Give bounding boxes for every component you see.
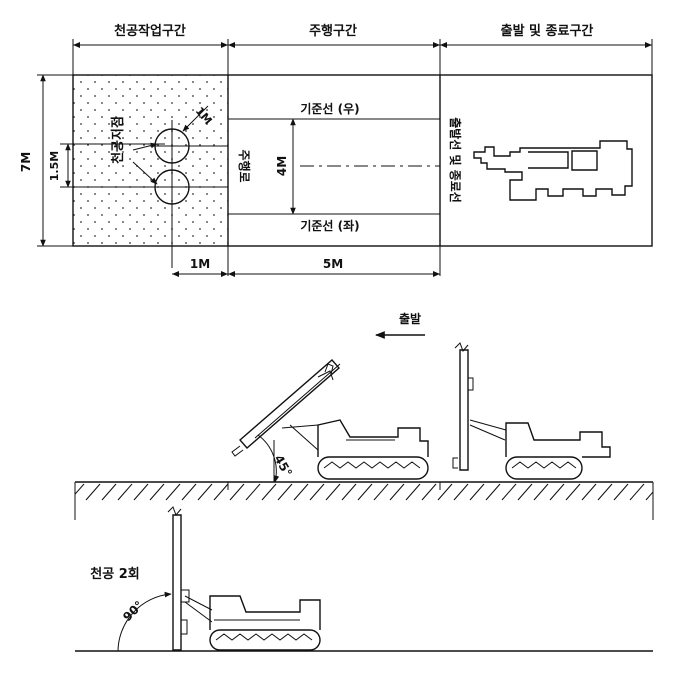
bottom-dimension-line: 1M 5M	[172, 246, 441, 277]
lane-4m-label: 4M	[275, 156, 289, 176]
ground-hatch-line	[662, 484, 676, 500]
section-drilling-label: 천공작업구간	[114, 23, 186, 39]
ground-hatch-line	[117, 483, 133, 501]
section-dimension-line	[72, 39, 653, 75]
ground-hatch-line	[229, 483, 245, 501]
angle-90-label: 90°	[120, 598, 146, 624]
ground-hatch-line	[197, 483, 213, 501]
drilling-area-dotted-fill	[73, 75, 228, 246]
drill-rig-vertical-lower	[167, 506, 321, 651]
ground-hatch-line	[165, 483, 181, 501]
ground-hatch-line	[101, 483, 117, 501]
ground-hatch-line	[613, 483, 629, 501]
ground-hatch-line	[533, 483, 549, 501]
ground-hatch-line	[645, 491, 653, 501]
ground-hatch-line	[501, 483, 517, 501]
dimension-7m-label: 7M	[19, 152, 33, 172]
ground-hatch-line	[149, 483, 165, 501]
angle-45-marker: 45°	[257, 434, 295, 483]
ground-hatch-line	[389, 483, 405, 501]
drill-rig-vertical-right	[452, 342, 611, 480]
ground-hatch-line	[213, 483, 229, 501]
angle-90-marker: 90°	[117, 591, 172, 652]
baseline-right-label: 기준선 (우)	[300, 101, 359, 116]
ground-hatch-line	[565, 483, 581, 501]
ground-hatch-line	[309, 483, 325, 501]
plan-outline	[72, 74, 653, 247]
drill-twice-label: 천공 2회	[90, 566, 139, 582]
drill-points-label: 천공지점	[111, 116, 126, 164]
drill-rig-inclined	[231, 359, 429, 480]
ground-hatch-line	[597, 483, 613, 501]
dimension-1-5m: 1.5M	[48, 143, 165, 188]
bottom-5m-label: 5M	[323, 257, 343, 271]
ground-hatch-line	[517, 483, 533, 501]
ground-hatch-line	[357, 483, 373, 501]
ground-hatch-line	[85, 483, 101, 501]
ground-hatch-line	[581, 483, 597, 501]
ground-hatch-line	[549, 483, 565, 501]
section-start-end-label: 출발 및 종료구간	[501, 23, 594, 39]
bottom-1m-label: 1M	[190, 257, 210, 271]
driving-section: 기준선 (우) 기준선 (좌) 4M 주행로 출발선 및 종료선	[228, 101, 463, 233]
dimension-7m: 7M	[19, 74, 73, 247]
start-end-line-label: 출발선 및 종료선	[448, 117, 463, 203]
plan-view: 천공작업구간 주행구간 출발 및 종료구간 7M 1.	[19, 23, 653, 277]
driving-lane-label: 주행로	[237, 149, 252, 182]
ground-hatch-line	[469, 483, 485, 501]
elevation-view: 출발	[74, 311, 676, 652]
ground-hatch-line	[75, 483, 85, 496]
ground-hatch-line	[485, 483, 501, 501]
ground-hatch-line	[181, 483, 197, 501]
ground-hatch-line	[421, 483, 437, 501]
ground-hatch-line	[437, 483, 453, 501]
ground-hatch-line	[629, 483, 645, 501]
ground-hatch-line	[245, 483, 261, 501]
ground-hatched	[74, 481, 676, 520]
baseline-left-label: 기준선 (좌)	[300, 218, 359, 233]
drill-rig-plan-icon	[473, 140, 633, 201]
ground-hatch-line	[277, 483, 293, 501]
ground-hatch-line	[261, 483, 277, 501]
ground-hatch-line	[341, 483, 357, 501]
ground-hatch-line	[453, 483, 469, 501]
dimension-1-5m-label: 1.5M	[48, 151, 61, 181]
drill-points: 1M 천공지점	[111, 105, 228, 268]
ground-hatch-line	[373, 483, 389, 501]
angle-45-label: 45°	[271, 453, 294, 480]
start-direction-label: 출발	[399, 311, 421, 326]
section-driving-label: 주행구간	[309, 23, 357, 39]
ground-hatch-line	[293, 483, 309, 501]
ground-hatch-line	[325, 483, 341, 501]
ground-hatch-line	[133, 483, 149, 501]
ground-hatch-line	[405, 483, 421, 501]
